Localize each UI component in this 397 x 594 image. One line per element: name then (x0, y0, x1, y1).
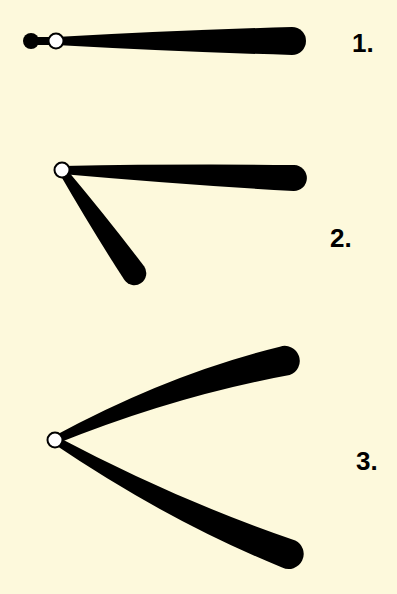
bar-arm (56, 27, 306, 55)
bar-arm (52, 163, 151, 290)
hinge-pin (49, 34, 64, 49)
bar-arm (47, 427, 308, 577)
bar-arm (62, 157, 308, 192)
bar-arm (49, 339, 304, 455)
hinge-pin (48, 433, 63, 448)
item-number: 2. (330, 225, 352, 251)
item-number: 3. (356, 448, 378, 474)
item-number: 1. (352, 30, 374, 56)
hinge-pin (55, 163, 70, 178)
